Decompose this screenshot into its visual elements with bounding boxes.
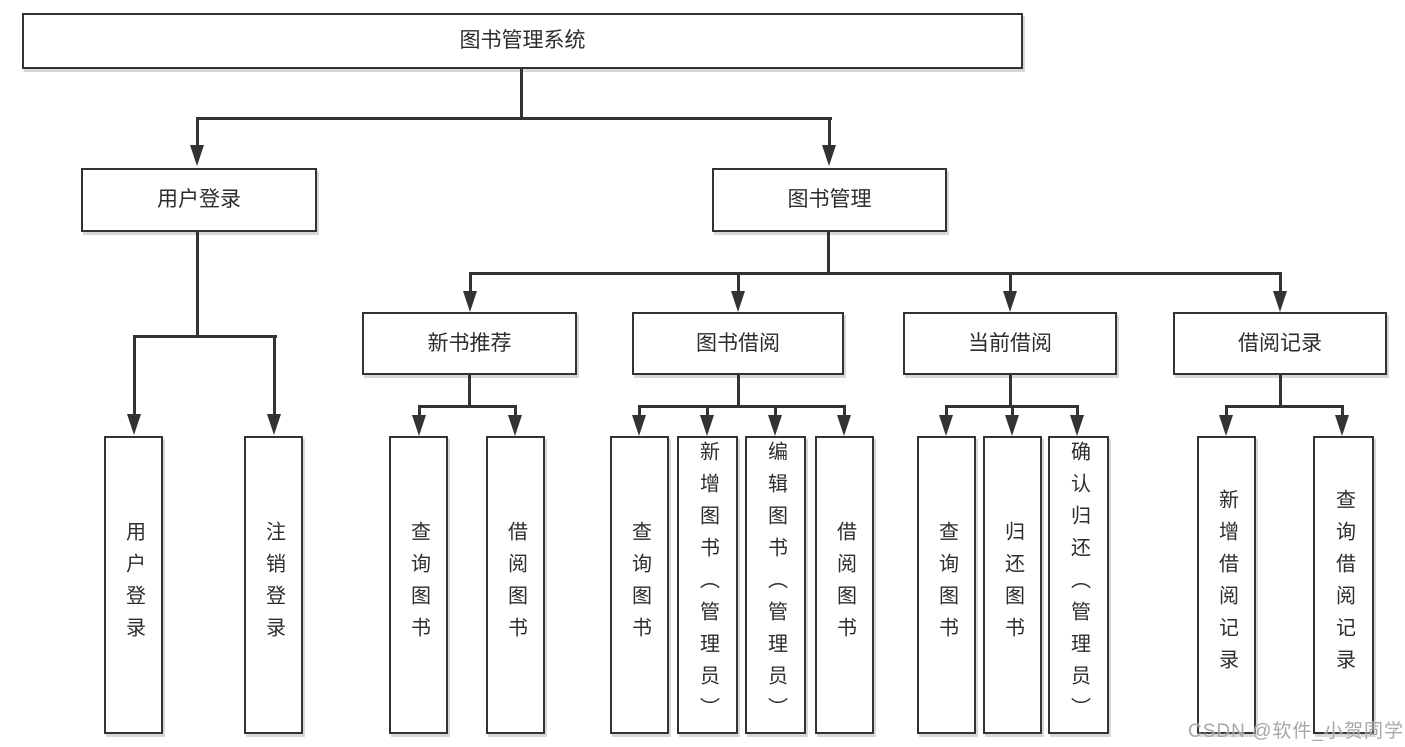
connector-user-login-stem <box>196 231 199 337</box>
connector-arrow-shaft <box>774 405 777 416</box>
arrow-down-icon <box>190 145 204 166</box>
leaf-query-books-recommend: 查询图书 <box>389 436 448 734</box>
connector-arrow-shaft <box>843 405 846 416</box>
arrow-down-icon <box>1273 291 1287 312</box>
arrow-down-icon <box>1005 415 1019 436</box>
node-book-borrowing: 图书借阅 <box>632 312 844 375</box>
node-book-management: 图书管理 <box>712 168 947 232</box>
connector-arrow-shaft <box>1225 405 1228 416</box>
leaf-logout: 注销登录 <box>244 436 303 734</box>
leaf-query-books-current: 查询图书 <box>917 436 976 734</box>
arrow-down-icon <box>508 415 522 436</box>
connector-arrow-shaft <box>1341 405 1344 416</box>
arrow-down-icon <box>267 414 281 435</box>
connector-level3-rail <box>469 272 1282 275</box>
leaf-add-books-admin: 新增图书（管理员） <box>677 436 738 734</box>
leaf-confirm-return-admin: 确认归还（管理员） <box>1048 436 1109 734</box>
node-current-borrowing: 当前借阅 <box>903 312 1117 375</box>
connector-group-rail <box>418 405 517 408</box>
leaf-user-login: 用户登录 <box>104 436 163 734</box>
connector-root-stem <box>520 68 523 118</box>
connector-arrow-shaft <box>737 272 740 291</box>
arrow-down-icon <box>632 415 646 436</box>
node-user-login: 用户登录 <box>81 168 317 232</box>
connector-arrow-shaft <box>133 335 136 414</box>
connector-group-stem <box>737 374 740 407</box>
leaf-add-borrow-record: 新增借阅记录 <box>1197 436 1256 734</box>
arrow-down-icon <box>731 291 745 312</box>
leaf-edit-books-admin: 编辑图书（管理员） <box>745 436 806 734</box>
connector-group-rail <box>1225 405 1344 408</box>
arrow-down-icon <box>700 415 714 436</box>
arrow-down-icon <box>837 415 851 436</box>
arrow-down-icon <box>1070 415 1084 436</box>
leaf-query-books-borrowing: 查询图书 <box>610 436 669 734</box>
connector-arrow-shaft <box>945 405 948 416</box>
connector-group-stem <box>1279 374 1282 407</box>
arrow-down-icon <box>1335 415 1349 436</box>
connector-group-rail <box>638 405 846 408</box>
connector-arrow-shaft <box>196 117 199 145</box>
arrow-down-icon <box>939 415 953 436</box>
connector-arrow-shaft <box>1279 272 1282 291</box>
arrow-down-icon <box>822 145 836 166</box>
connector-group-stem <box>1009 374 1012 407</box>
connector-level2-rail <box>196 117 832 120</box>
arrow-down-icon <box>127 414 141 435</box>
connector-arrow-shaft <box>1009 272 1012 291</box>
connector-arrow-shaft <box>514 405 517 416</box>
connector-user-login-rail <box>133 335 277 338</box>
connector-arrow-shaft <box>828 117 831 145</box>
leaf-query-borrow-record: 查询借阅记录 <box>1313 436 1374 734</box>
connector-arrow-shaft <box>1011 405 1014 416</box>
arrow-down-icon <box>1003 291 1017 312</box>
arrow-down-icon <box>1219 415 1233 436</box>
leaf-return-books: 归还图书 <box>983 436 1042 734</box>
arrow-down-icon <box>412 415 426 436</box>
leaf-borrow-books-recommend: 借阅图书 <box>486 436 545 734</box>
watermark: CSDN @软件_小贺同学 <box>1188 721 1404 742</box>
connector-arrow-shaft <box>418 405 421 416</box>
connector-arrow-shaft <box>469 272 472 291</box>
connector-group-stem <box>468 374 471 407</box>
connector-arrow-shaft <box>706 405 709 416</box>
node-library-management-system: 图书管理系统 <box>22 13 1023 69</box>
node-new-book-recommendation: 新书推荐 <box>362 312 577 375</box>
arrow-down-icon <box>768 415 782 436</box>
connector-arrow-shaft <box>1076 405 1079 416</box>
connector-arrow-shaft <box>638 405 641 416</box>
node-borrowing-records: 借阅记录 <box>1173 312 1387 375</box>
connector-arrow-shaft <box>273 335 276 414</box>
leaf-borrow-books-borrowing: 借阅图书 <box>815 436 874 734</box>
connector-book-management-stem <box>827 231 830 275</box>
arrow-down-icon <box>463 291 477 312</box>
